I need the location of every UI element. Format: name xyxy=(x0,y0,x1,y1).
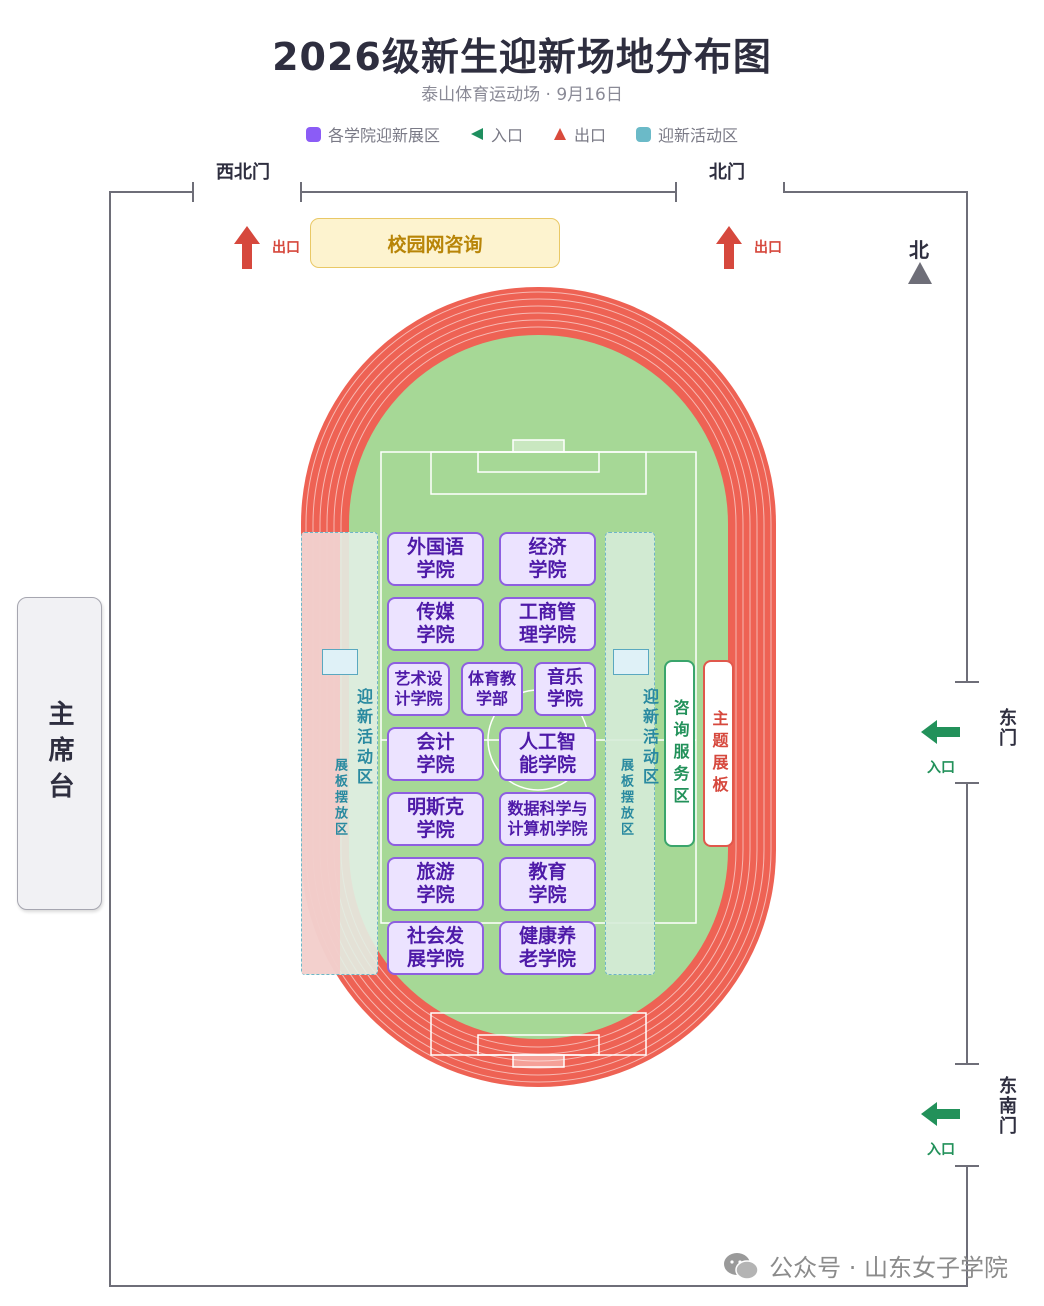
legend-item-entry: 入口 xyxy=(470,122,523,146)
college-booth: 外国语 学院 xyxy=(387,532,484,586)
zone-title: 迎新活动区 xyxy=(640,688,659,788)
wechat-icon xyxy=(724,1252,759,1280)
venue-wall xyxy=(109,182,979,1287)
legend-label: 出口 xyxy=(574,126,607,145)
legend-item-college: 各学院迎新展区 xyxy=(305,122,440,146)
gate-east: 东门 xyxy=(996,708,1017,748)
college-booth: 体育教 学部 xyxy=(461,662,523,716)
entry-label: 入口 xyxy=(927,1142,955,1158)
north-arrow-icon xyxy=(908,262,932,284)
legend: 各学院迎新展区 入口 出口 迎新活动区 xyxy=(0,122,1044,146)
exit-label: 出口 xyxy=(272,240,300,256)
exit-triangle-icon xyxy=(554,128,566,140)
activity-zone-right: 迎新活动区 展板摆放区 xyxy=(605,532,659,975)
theme-board: 主题展板 xyxy=(703,660,734,847)
main-stand: 主席台 xyxy=(17,597,102,910)
college-booth: 经济 学院 xyxy=(499,532,596,586)
college-booth: 健康养 老学院 xyxy=(499,921,596,975)
college-booth: 明斯克 学院 xyxy=(387,792,484,846)
exit-arrow-icon xyxy=(234,226,260,269)
college-booth: 人工智 能学院 xyxy=(499,727,596,781)
college-booth: 音乐 学院 xyxy=(534,662,596,716)
legend-label: 迎新活动区 xyxy=(658,126,739,145)
service-area-label: 咨询服务区 xyxy=(670,698,690,809)
college-booth: 会计 学院 xyxy=(387,727,484,781)
zone-subtitle: 展板摆放区 xyxy=(332,758,347,838)
college-booth: 数据科学与 计算机学院 xyxy=(499,792,596,846)
college-booth: 旅游 学院 xyxy=(387,857,484,911)
gate-north: 北门 xyxy=(709,162,745,183)
college-booth: 社会发 展学院 xyxy=(387,921,484,975)
purple-square-icon xyxy=(305,126,321,142)
legend-item-activity: 迎新活动区 xyxy=(636,122,738,146)
zone-title: 迎新活动区 xyxy=(354,688,373,788)
theme-board-label: 主题展板 xyxy=(709,709,729,798)
legend-item-exit: 出口 xyxy=(553,122,606,146)
watermark-text: 公众号 · 山东女子学院 xyxy=(769,1254,1008,1282)
entry-arrow-icon xyxy=(921,720,960,744)
legend-label: 各学院迎新展区 xyxy=(327,126,440,145)
college-booth: 工商管 理学院 xyxy=(499,597,596,651)
college-booth: 艺术设 计学院 xyxy=(387,662,450,716)
main-stand-label: 主席台 xyxy=(44,699,74,808)
activity-zone-left: 迎新活动区 展板摆放区 xyxy=(301,532,378,975)
gate-northwest: 西北门 xyxy=(216,162,270,183)
exit-label: 出口 xyxy=(754,240,782,256)
entry-triangle-icon xyxy=(470,128,483,140)
exit-arrow-icon xyxy=(716,226,742,269)
display-board-icon xyxy=(322,649,358,675)
entry-arrow-icon xyxy=(921,1102,960,1126)
college-booth: 传媒 学院 xyxy=(387,597,484,651)
consult-service-area: 咨询服务区 xyxy=(664,660,695,847)
watermark: 公众号 · 山东女子学院 xyxy=(723,1248,1008,1283)
gate-southeast: 东南门 xyxy=(996,1076,1017,1136)
page-subtitle: 泰山体育运动场 · 9月16日 xyxy=(421,85,623,105)
legend-label: 入口 xyxy=(490,126,523,145)
teal-square-icon xyxy=(636,126,652,142)
display-board-icon xyxy=(613,649,649,675)
entry-label: 入口 xyxy=(927,760,955,776)
campus-network-consult: 校园网咨询 xyxy=(310,218,560,268)
page-title: 2026级新生迎新场地分布图 xyxy=(272,35,772,79)
zone-track-overlay xyxy=(302,533,340,974)
compass-label: 北 xyxy=(909,238,929,262)
zone-subtitle: 展板摆放区 xyxy=(618,758,633,838)
college-booth: 教育 学院 xyxy=(499,857,596,911)
